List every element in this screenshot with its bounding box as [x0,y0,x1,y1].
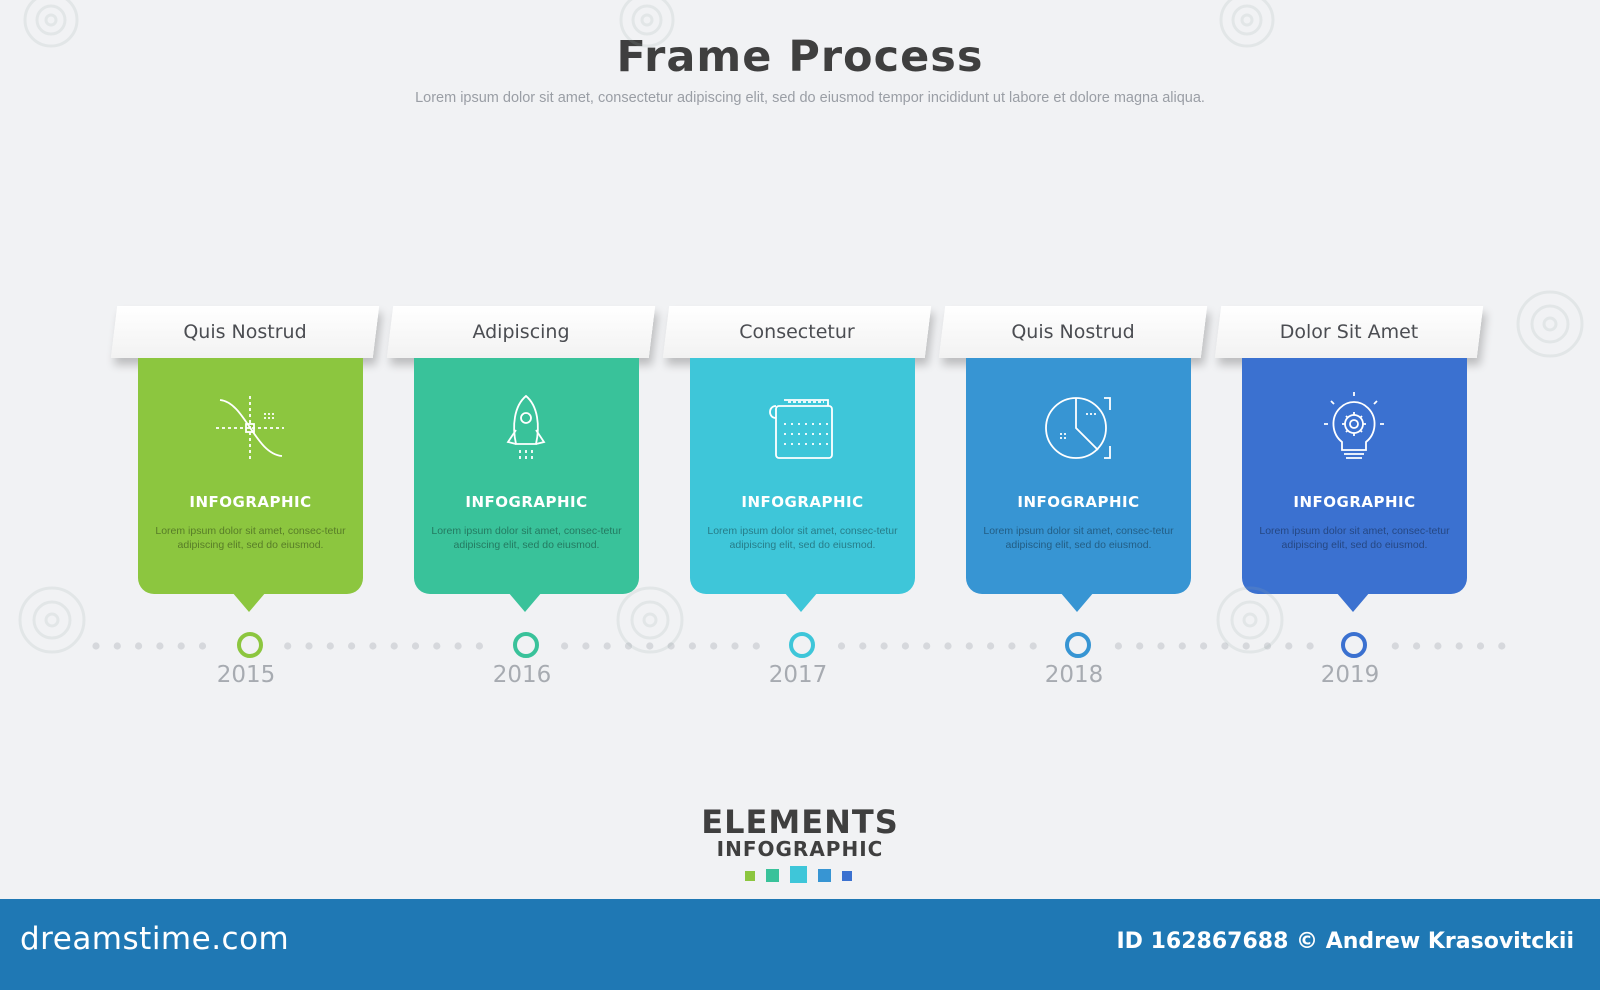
step-card: INFOGRAPHIC Lorem ipsum dolor sit amet, … [1242,358,1467,594]
watermark-spiral-icon [1216,586,1284,654]
step-card: INFOGRAPHIC Lorem ipsum dolor sit amet, … [414,358,639,594]
step-pointer [508,592,542,612]
timeline-step: Consectetur INFOGRAPHIC Lorem ipsum dolo… [662,300,1016,720]
watermark-spiral-icon [616,586,684,654]
step-year: 2017 [768,662,828,688]
watermark-spiral-icon [1516,290,1584,358]
step-year: 2016 [492,662,552,688]
step-year: 2018 [1044,662,1104,688]
footer-logo[interactable]: dreamstime.com [20,921,290,957]
calendar-icon [769,399,833,459]
step-year: 2015 [216,662,276,688]
curve-graph-icon [216,396,284,460]
step-description: Lorem ipsum dolor sit amet, consec-tetur… [707,525,898,551]
timeline-step: Quis Nostrud INFOGRAPHIC Lorem ipsum dol… [938,300,1292,720]
footer-credit: ID 162867688 © Andrew Krasovitckii [1116,929,1575,954]
brand-block: ELEMENTS INFOGRAPHIC [0,806,1600,860]
brand-square [745,871,755,881]
step-card: INFOGRAPHIC Lorem ipsum dolor sit amet, … [138,358,363,594]
pie-chart-icon [1045,397,1111,459]
brand-subtitle: INFOGRAPHIC [716,837,884,861]
timeline-marker [237,632,263,658]
step-year: 2019 [1320,662,1380,688]
step-tab-label: Adipiscing [472,321,570,343]
step-pointer [1336,592,1370,612]
page-title: Frame Process [616,32,984,82]
step-pointer [232,592,266,612]
step-description: Lorem ipsum dolor sit amet, consec-tetur… [431,525,622,551]
rocket-icon [506,394,546,462]
step-tab-label: Dolor Sit Amet [1279,321,1419,343]
timeline-step: Dolor Sit Amet INFOGRAPHIC Lorem ipsum d… [1214,300,1568,720]
step-heading: INFOGRAPHIC [1017,493,1140,511]
step-pointer [784,592,818,612]
step-tab-label: Quis Nostrud [183,321,307,343]
step-description: Lorem ipsum dolor sit amet, consec-tetur… [155,525,346,551]
timeline-step: Adipiscing INFOGRAPHIC Lorem ipsum dolor… [386,300,740,720]
brand-square [842,871,852,881]
watermark-spiral-icon [619,0,675,48]
step-heading: INFOGRAPHIC [741,493,864,511]
step-card: INFOGRAPHIC Lorem ipsum dolor sit amet, … [690,358,915,594]
watermark-spiral-icon [1219,0,1275,48]
footer-bar: dreamstime.com ID 162867688 © Andrew Kra… [0,899,1600,990]
watermark-spiral-icon [18,586,86,654]
brand-color-squares [745,866,865,886]
step-description: Lorem ipsum dolor sit amet, consec-tetur… [983,525,1174,551]
timeline-marker [1341,632,1367,658]
timeline-step: Quis Nostrud INFOGRAPHIC Lorem ipsum dol… [110,300,464,720]
brand-square [818,869,831,882]
step-tab-label: Consectetur [739,321,855,343]
timeline-marker [789,632,815,658]
page-subtitle: Lorem ipsum dolor sit amet, consectetur … [415,90,1205,106]
step-heading: INFOGRAPHIC [189,493,312,511]
brand-square [766,869,779,882]
step-pointer [1060,592,1094,612]
step-tab-label: Quis Nostrud [1011,321,1135,343]
watermark-spiral-icon [23,0,79,48]
brand-title: ELEMENTS [701,803,899,841]
step-description: Lorem ipsum dolor sit amet, consec-tetur… [1259,525,1450,551]
timeline-marker [1065,632,1091,658]
timeline-marker [513,632,539,658]
lightbulb-gear-icon [1324,392,1384,459]
step-heading: INFOGRAPHIC [1293,493,1416,511]
step-card: INFOGRAPHIC Lorem ipsum dolor sit amet, … [966,358,1191,594]
brand-square [790,866,807,883]
step-heading: INFOGRAPHIC [465,493,588,511]
timeline-dot [92,642,100,650]
